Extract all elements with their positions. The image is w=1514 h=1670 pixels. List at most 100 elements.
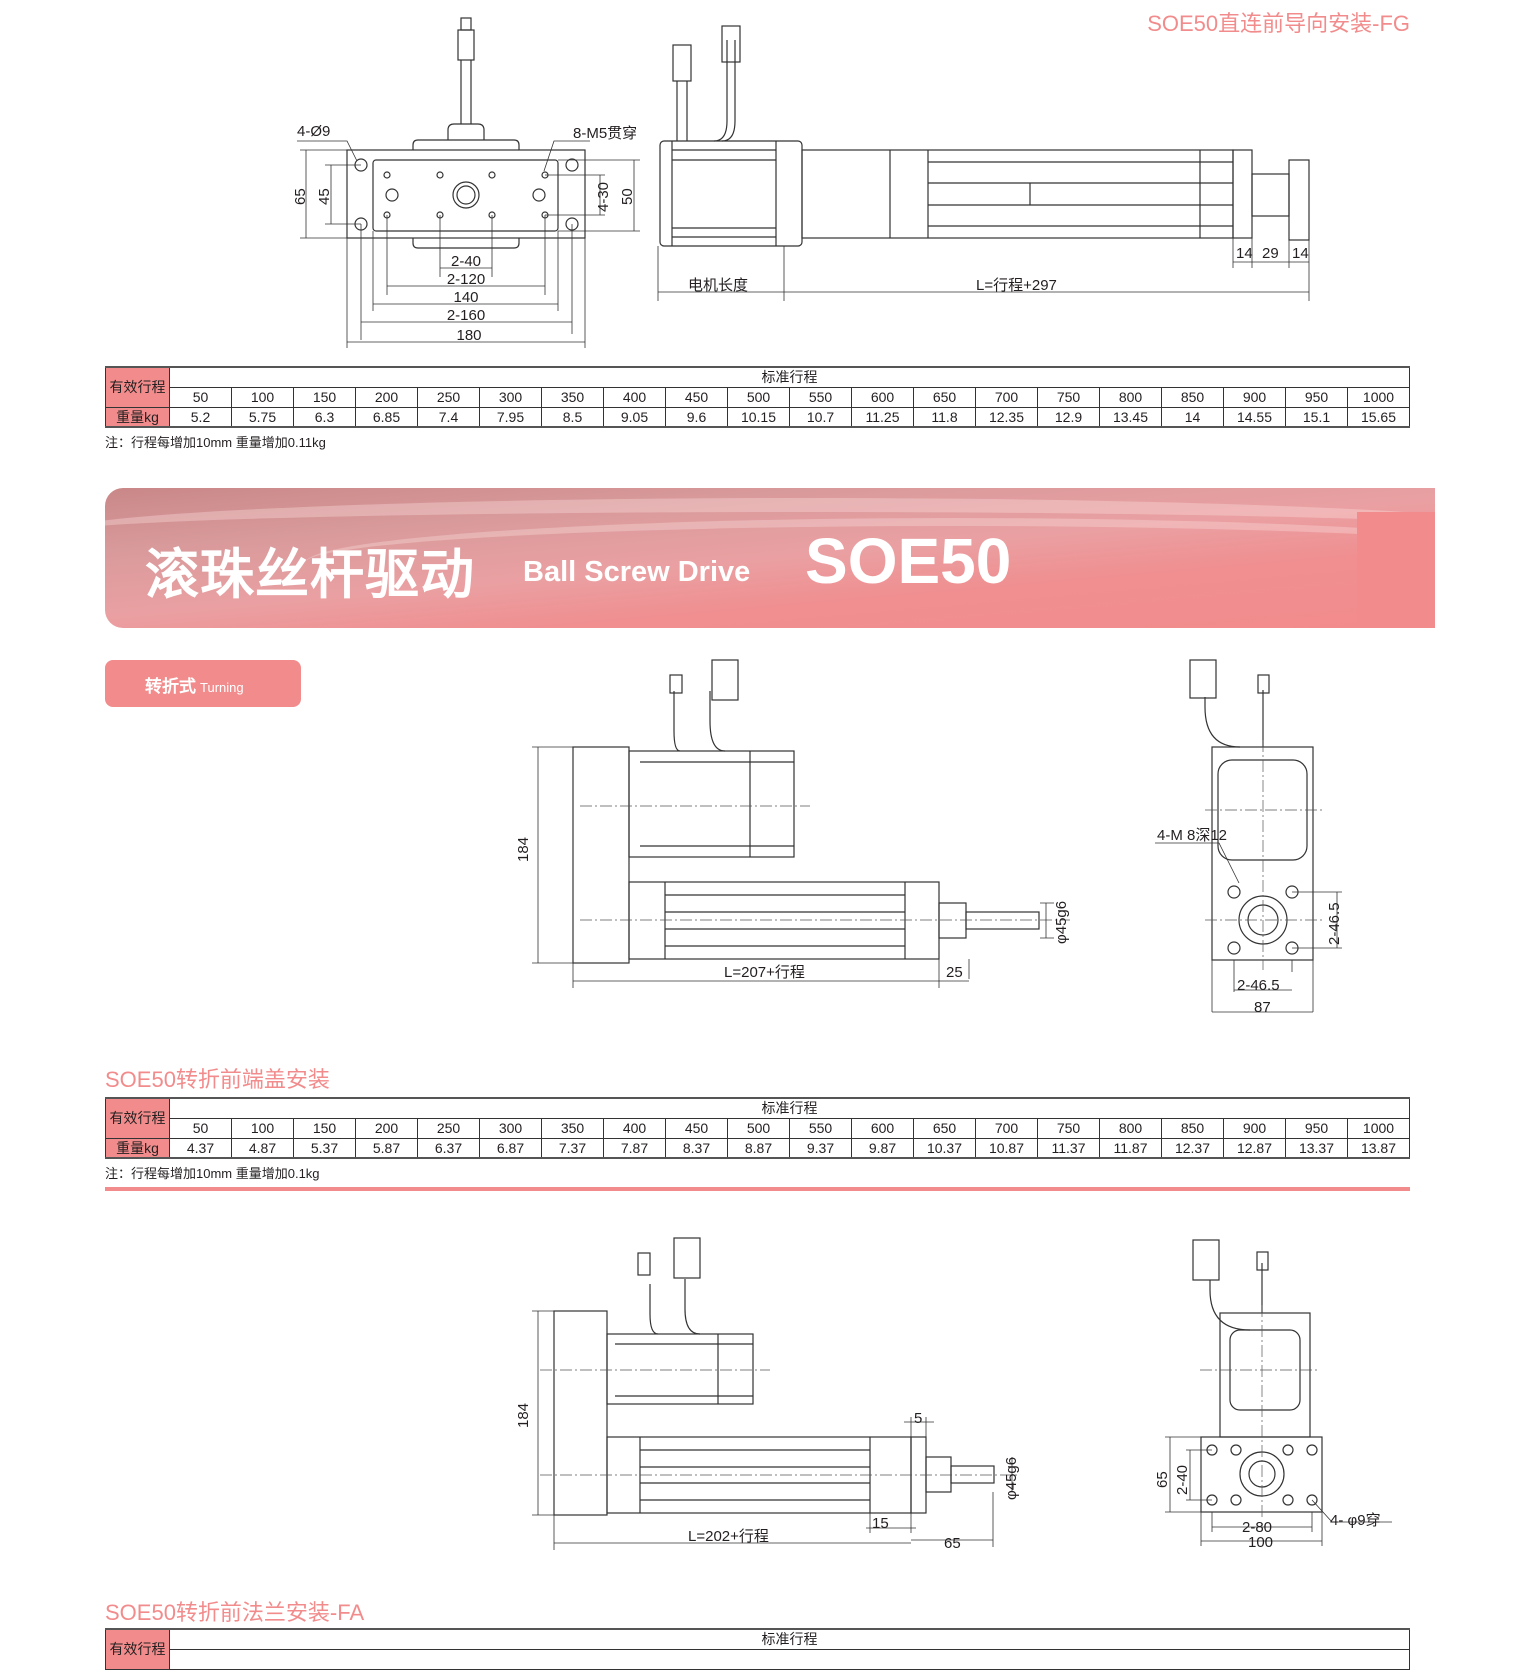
stroke-cell: 900 [1223, 1117, 1286, 1139]
weight-cell: 9.87 [851, 1137, 914, 1159]
standard-stroke-header: 标准行程 [169, 366, 1410, 388]
weight-cell: 9.6 [665, 406, 728, 428]
stroke-cell: 50 [169, 1117, 232, 1139]
section-divider [105, 1187, 1410, 1191]
stroke-cell: 450 [665, 386, 728, 408]
dim-2-80: 2-80 [1242, 1519, 1272, 1536]
weight-cell: 6.87 [479, 1137, 542, 1159]
stroke-cell: 200 [355, 1117, 418, 1139]
stroke-cell: 750 [1037, 386, 1100, 408]
dim-holes: 4- φ9穿 [1330, 1512, 1381, 1529]
badge-en: Turning [200, 680, 244, 695]
weight-cell: 6.85 [355, 406, 418, 428]
stroke-cell: 300 [479, 386, 542, 408]
weight-label: 重量kg [105, 406, 170, 428]
flange-end-view: 65 2-40 4- φ9穿 2-80 100 [1154, 1239, 1392, 1551]
weight-cell: 12.9 [1037, 406, 1100, 428]
weight-cell: 7.87 [603, 1137, 666, 1159]
badge-cn: 转折式 [145, 677, 196, 696]
dim-65: 65 [944, 1535, 961, 1552]
stroke-cell: 550 [789, 1117, 852, 1139]
stroke-cell: 950 [1285, 1117, 1348, 1139]
weight-cell: 11.8 [913, 406, 976, 428]
weight-cell: 9.37 [789, 1137, 852, 1159]
weight-cell: 14.55 [1223, 406, 1286, 428]
weight-cell: 11.87 [1099, 1137, 1162, 1159]
stroke-cell: 800 [1099, 1117, 1162, 1139]
weight-cell: 8.87 [727, 1137, 790, 1159]
stroke-cell: 150 [293, 1117, 356, 1139]
stroke-cell: 850 [1161, 386, 1224, 408]
weight-cell: 12.37 [1161, 1137, 1224, 1159]
weight-cell: 4.37 [169, 1137, 232, 1159]
section-banner: 滚珠丝杆驱动 Ball Screw Drive SOE50 [105, 488, 1435, 628]
weight-cell: 7.95 [479, 406, 542, 428]
stroke-cell: 400 [603, 386, 666, 408]
fg-section-title: SOE50直连前导向安装-FG [1147, 11, 1410, 36]
stroke-cell: 900 [1223, 386, 1286, 408]
weight-cell: 5.37 [293, 1137, 356, 1159]
dim-140: 140 [453, 289, 478, 306]
dim-87: 87 [1254, 999, 1271, 1016]
dim-180: 180 [456, 327, 481, 344]
stroke-cell: 250 [417, 386, 480, 408]
weight-cell: 11.37 [1037, 1137, 1100, 1159]
weight-cell: 12.87 [1223, 1137, 1286, 1159]
stroke-cell: 850 [1161, 1117, 1224, 1139]
weight-cell: 6.37 [417, 1137, 480, 1159]
dim-25: 25 [946, 964, 963, 981]
standard-stroke-header: 标准行程 [169, 1628, 1410, 1650]
turning-type-badge: 转折式 Turning [105, 660, 301, 707]
dim-rod: φ45g6 [1053, 901, 1070, 944]
dim-4-30: 4-30 [595, 182, 612, 212]
weight-cell: 12.35 [975, 406, 1038, 428]
stroke-label: 有效行程 [105, 366, 170, 408]
banner-title-en: Ball Screw Drive [523, 556, 751, 588]
dim-2-40: 2-40 [451, 253, 481, 270]
weight-cell: 5.87 [355, 1137, 418, 1159]
weight-cell: 15.1 [1285, 406, 1348, 428]
weight-cell: 7.37 [541, 1137, 604, 1159]
dim-rod: φ45g6 [1003, 1457, 1020, 1500]
weight-cell: 8.37 [665, 1137, 728, 1159]
fg-front-view: 4-Ø9 8-M5贯穿 65 45 4-30 50 2-40 2-120 140… [292, 17, 640, 348]
weight-cell: 13.37 [1285, 1137, 1348, 1159]
stroke-cell: 750 [1037, 1117, 1100, 1139]
stroke-cell: 600 [851, 1117, 914, 1139]
weight-label: 重量kg [105, 1137, 170, 1159]
weight-cell: 11.25 [851, 406, 914, 428]
dim-threads: 8-M5贯穿 [573, 125, 637, 142]
banner-model: SOE50 [805, 525, 1012, 597]
fg-side-view: 电机长度 L=行程+297 14 29 14 [657, 25, 1310, 301]
dim-65-vertical: 65 [1154, 1471, 1171, 1488]
dim-length: L=行程+297 [976, 277, 1057, 294]
dim-taps: 4-M 8深12 [1157, 827, 1227, 844]
turning-side-view: 184 L=207+行程 25 φ45g6 [515, 659, 1070, 988]
stroke-cell: 1000 [1347, 1117, 1410, 1139]
turning-end-view: 4-M 8深12 2-46.5 2-46.5 87 [1155, 659, 1343, 1016]
standard-stroke-header: 标准行程 [169, 1097, 1410, 1119]
dim-184: 184 [515, 837, 532, 862]
dim-14-right: 14 [1292, 245, 1309, 262]
stroke-cell: 50 [169, 386, 232, 408]
stroke-cell: 350 [541, 386, 604, 408]
dim-65: 65 [292, 188, 309, 205]
stroke-cell: 350 [541, 1117, 604, 1139]
weight-cell: 4.87 [231, 1137, 294, 1159]
flange-section-title: SOE50转折前法兰安装-FA [105, 1600, 365, 1625]
stroke-cell: 800 [1099, 386, 1162, 408]
stroke-cell: 500 [727, 386, 790, 408]
dim-2-46-5-horizontal: 2-46.5 [1237, 977, 1280, 994]
table-note-fg: 注：行程每增加10mm 重量增加0.11kg [105, 435, 326, 450]
weight-cell: 10.37 [913, 1137, 976, 1159]
weight-cell: 9.05 [603, 406, 666, 428]
stroke-cell: 250 [417, 1117, 480, 1139]
stroke-cell: 100 [231, 386, 294, 408]
stroke-cell: 100 [231, 1117, 294, 1139]
dim-length: L=207+行程 [724, 964, 805, 981]
stroke-label: 有效行程 [105, 1628, 170, 1670]
weight-cell: 8.5 [541, 406, 604, 428]
dim-2-120: 2-120 [447, 271, 485, 288]
stroke-cell: 500 [727, 1117, 790, 1139]
